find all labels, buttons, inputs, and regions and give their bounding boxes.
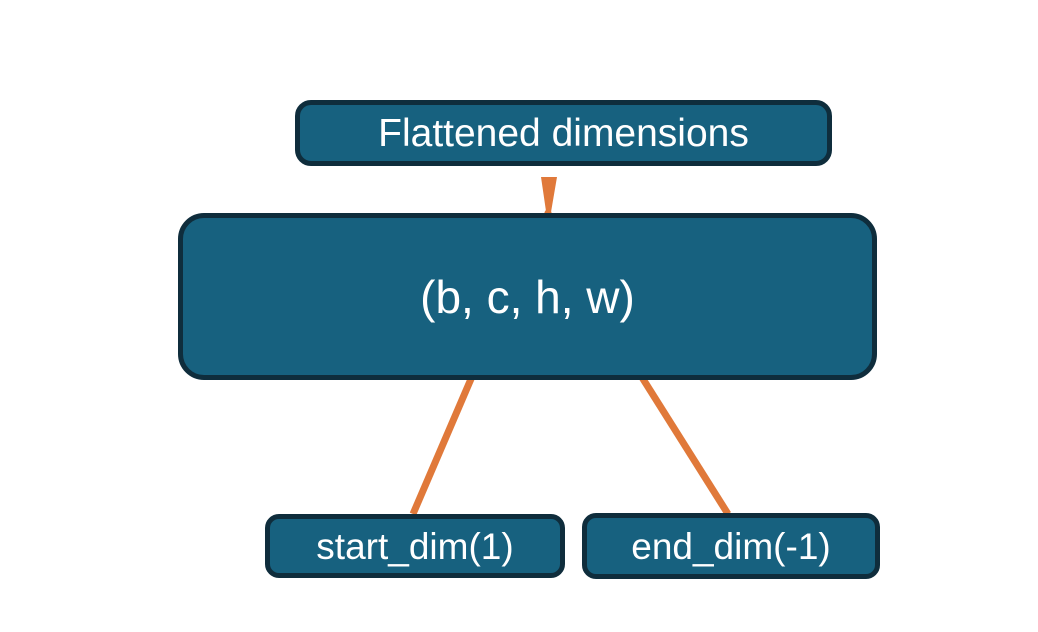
end-dim-label: end_dim(-1) xyxy=(631,525,831,567)
start-dim-box: start_dim(1) xyxy=(265,514,565,578)
tensor-shape-label: (b, c, h, w) xyxy=(420,270,635,323)
start-dim-label: start_dim(1) xyxy=(316,525,514,567)
brace-stem xyxy=(541,177,557,218)
flattened-dimensions-label: Flattened dimensions xyxy=(378,111,749,155)
end-dim-box: end_dim(-1) xyxy=(582,513,880,579)
flattened-dimensions-box: Flattened dimensions xyxy=(295,100,832,166)
tensor-shape-box: (b, c, h, w) xyxy=(178,213,877,380)
